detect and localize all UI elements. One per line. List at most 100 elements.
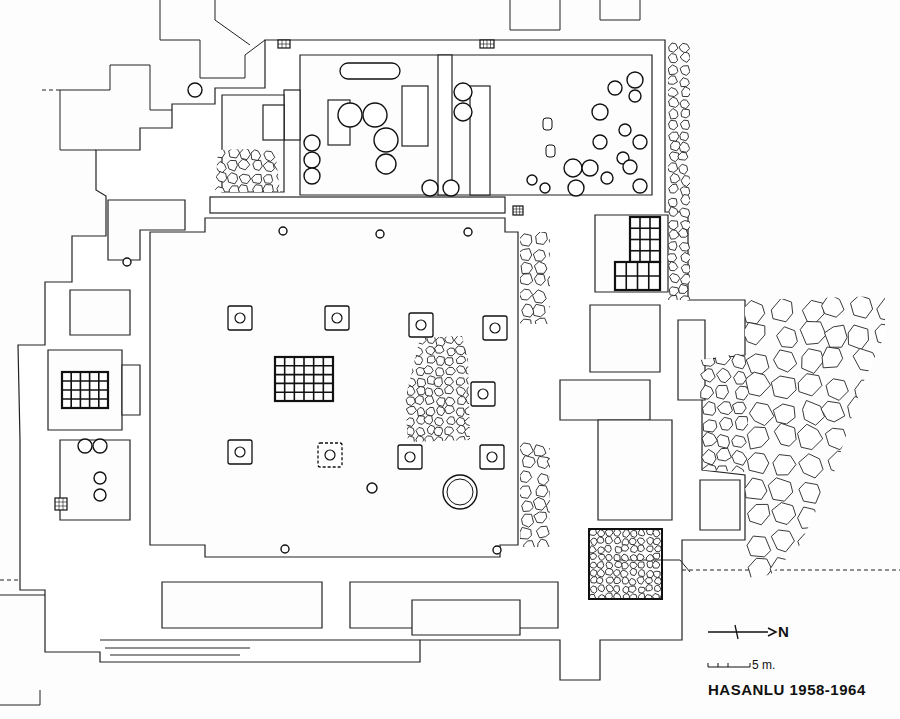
- stone: [229, 148, 240, 158]
- stone: [263, 161, 274, 171]
- stone: [216, 162, 226, 173]
- stone: [771, 376, 796, 399]
- stone: [821, 401, 845, 422]
- stone: [877, 426, 900, 447]
- hearth-grid: [275, 357, 333, 401]
- stone: [668, 221, 678, 230]
- stone: [702, 432, 717, 446]
- stone: [416, 427, 425, 436]
- stone: [772, 503, 796, 525]
- stone: [638, 570, 645, 577]
- round-hearth: [443, 475, 477, 509]
- stone: [417, 416, 425, 424]
- stone: [614, 554, 620, 561]
- scale-label: 5 m.: [752, 659, 775, 672]
- stone: [622, 577, 629, 584]
- storage-jar: [633, 135, 647, 149]
- storage-jar: [629, 90, 641, 102]
- stone: [732, 435, 747, 447]
- stone: [734, 371, 747, 384]
- stone: [629, 578, 636, 585]
- storage-jar: [593, 135, 607, 149]
- scale-bar: [708, 663, 750, 667]
- stone: [638, 545, 645, 552]
- stone: [652, 561, 659, 568]
- storage-jar: [464, 228, 472, 236]
- stone: [277, 184, 288, 195]
- storage-jar: [304, 135, 320, 151]
- storage-jar: [374, 128, 398, 152]
- stone: [425, 436, 434, 444]
- stone: [680, 78, 690, 87]
- stone: [591, 538, 598, 546]
- storage-jar: [188, 83, 202, 97]
- stone: [520, 527, 531, 539]
- storage-jar: [363, 103, 387, 127]
- column-base: [480, 445, 504, 469]
- stone: [466, 438, 476, 445]
- stone: [716, 385, 729, 399]
- stone: [630, 568, 637, 575]
- stone: [667, 76, 677, 84]
- stone: [681, 253, 692, 263]
- stone: [720, 417, 733, 430]
- stone: [426, 407, 435, 416]
- stone: [637, 577, 644, 584]
- stone-rubble: [520, 443, 550, 547]
- stone: [589, 553, 596, 559]
- stone: [238, 185, 248, 194]
- stone: [407, 378, 416, 387]
- stone: [427, 356, 435, 363]
- storage-jar: [601, 172, 613, 184]
- stone: [445, 335, 454, 344]
- stone: [598, 547, 605, 554]
- stone: [622, 562, 629, 569]
- stone: [748, 504, 770, 524]
- stone: [520, 471, 532, 483]
- stone: [437, 398, 445, 407]
- stone: [668, 198, 677, 207]
- stone: [681, 109, 689, 118]
- stone: [679, 164, 688, 174]
- stone: [638, 562, 644, 568]
- stone: [407, 386, 415, 396]
- stone: [667, 163, 677, 173]
- stone: [639, 587, 646, 593]
- stone: [434, 437, 443, 446]
- storage-jar: [454, 103, 472, 121]
- stone: [456, 408, 464, 416]
- stone: [669, 120, 678, 129]
- stone: [549, 249, 550, 260]
- stone: [547, 457, 550, 469]
- stone: [227, 160, 237, 171]
- storage-bin: [543, 118, 552, 130]
- stone: [523, 456, 536, 468]
- stone: [802, 300, 824, 323]
- stone: [853, 456, 873, 481]
- stone: [822, 294, 845, 317]
- stone: [746, 372, 771, 396]
- storage-jar: [582, 160, 598, 176]
- stone: [520, 249, 532, 261]
- stone: [850, 559, 874, 580]
- stone: [415, 396, 424, 405]
- stone: [534, 274, 545, 285]
- stone: [631, 545, 638, 552]
- stone: [735, 417, 748, 431]
- stone: [457, 366, 466, 374]
- stone: [614, 586, 620, 593]
- stone: [803, 401, 825, 426]
- storage-jar: [281, 545, 289, 553]
- storage-jar: [568, 180, 584, 196]
- storage-jar: [623, 160, 637, 174]
- stone: [606, 554, 613, 561]
- stone: [444, 378, 453, 386]
- stone: [875, 324, 897, 345]
- stone-rubble: [743, 294, 900, 582]
- stone: [424, 416, 433, 425]
- stone: [732, 450, 747, 465]
- north-label: N: [778, 624, 789, 641]
- stone: [445, 358, 454, 366]
- column-base: [228, 306, 507, 469]
- stone-rubble: [589, 529, 662, 599]
